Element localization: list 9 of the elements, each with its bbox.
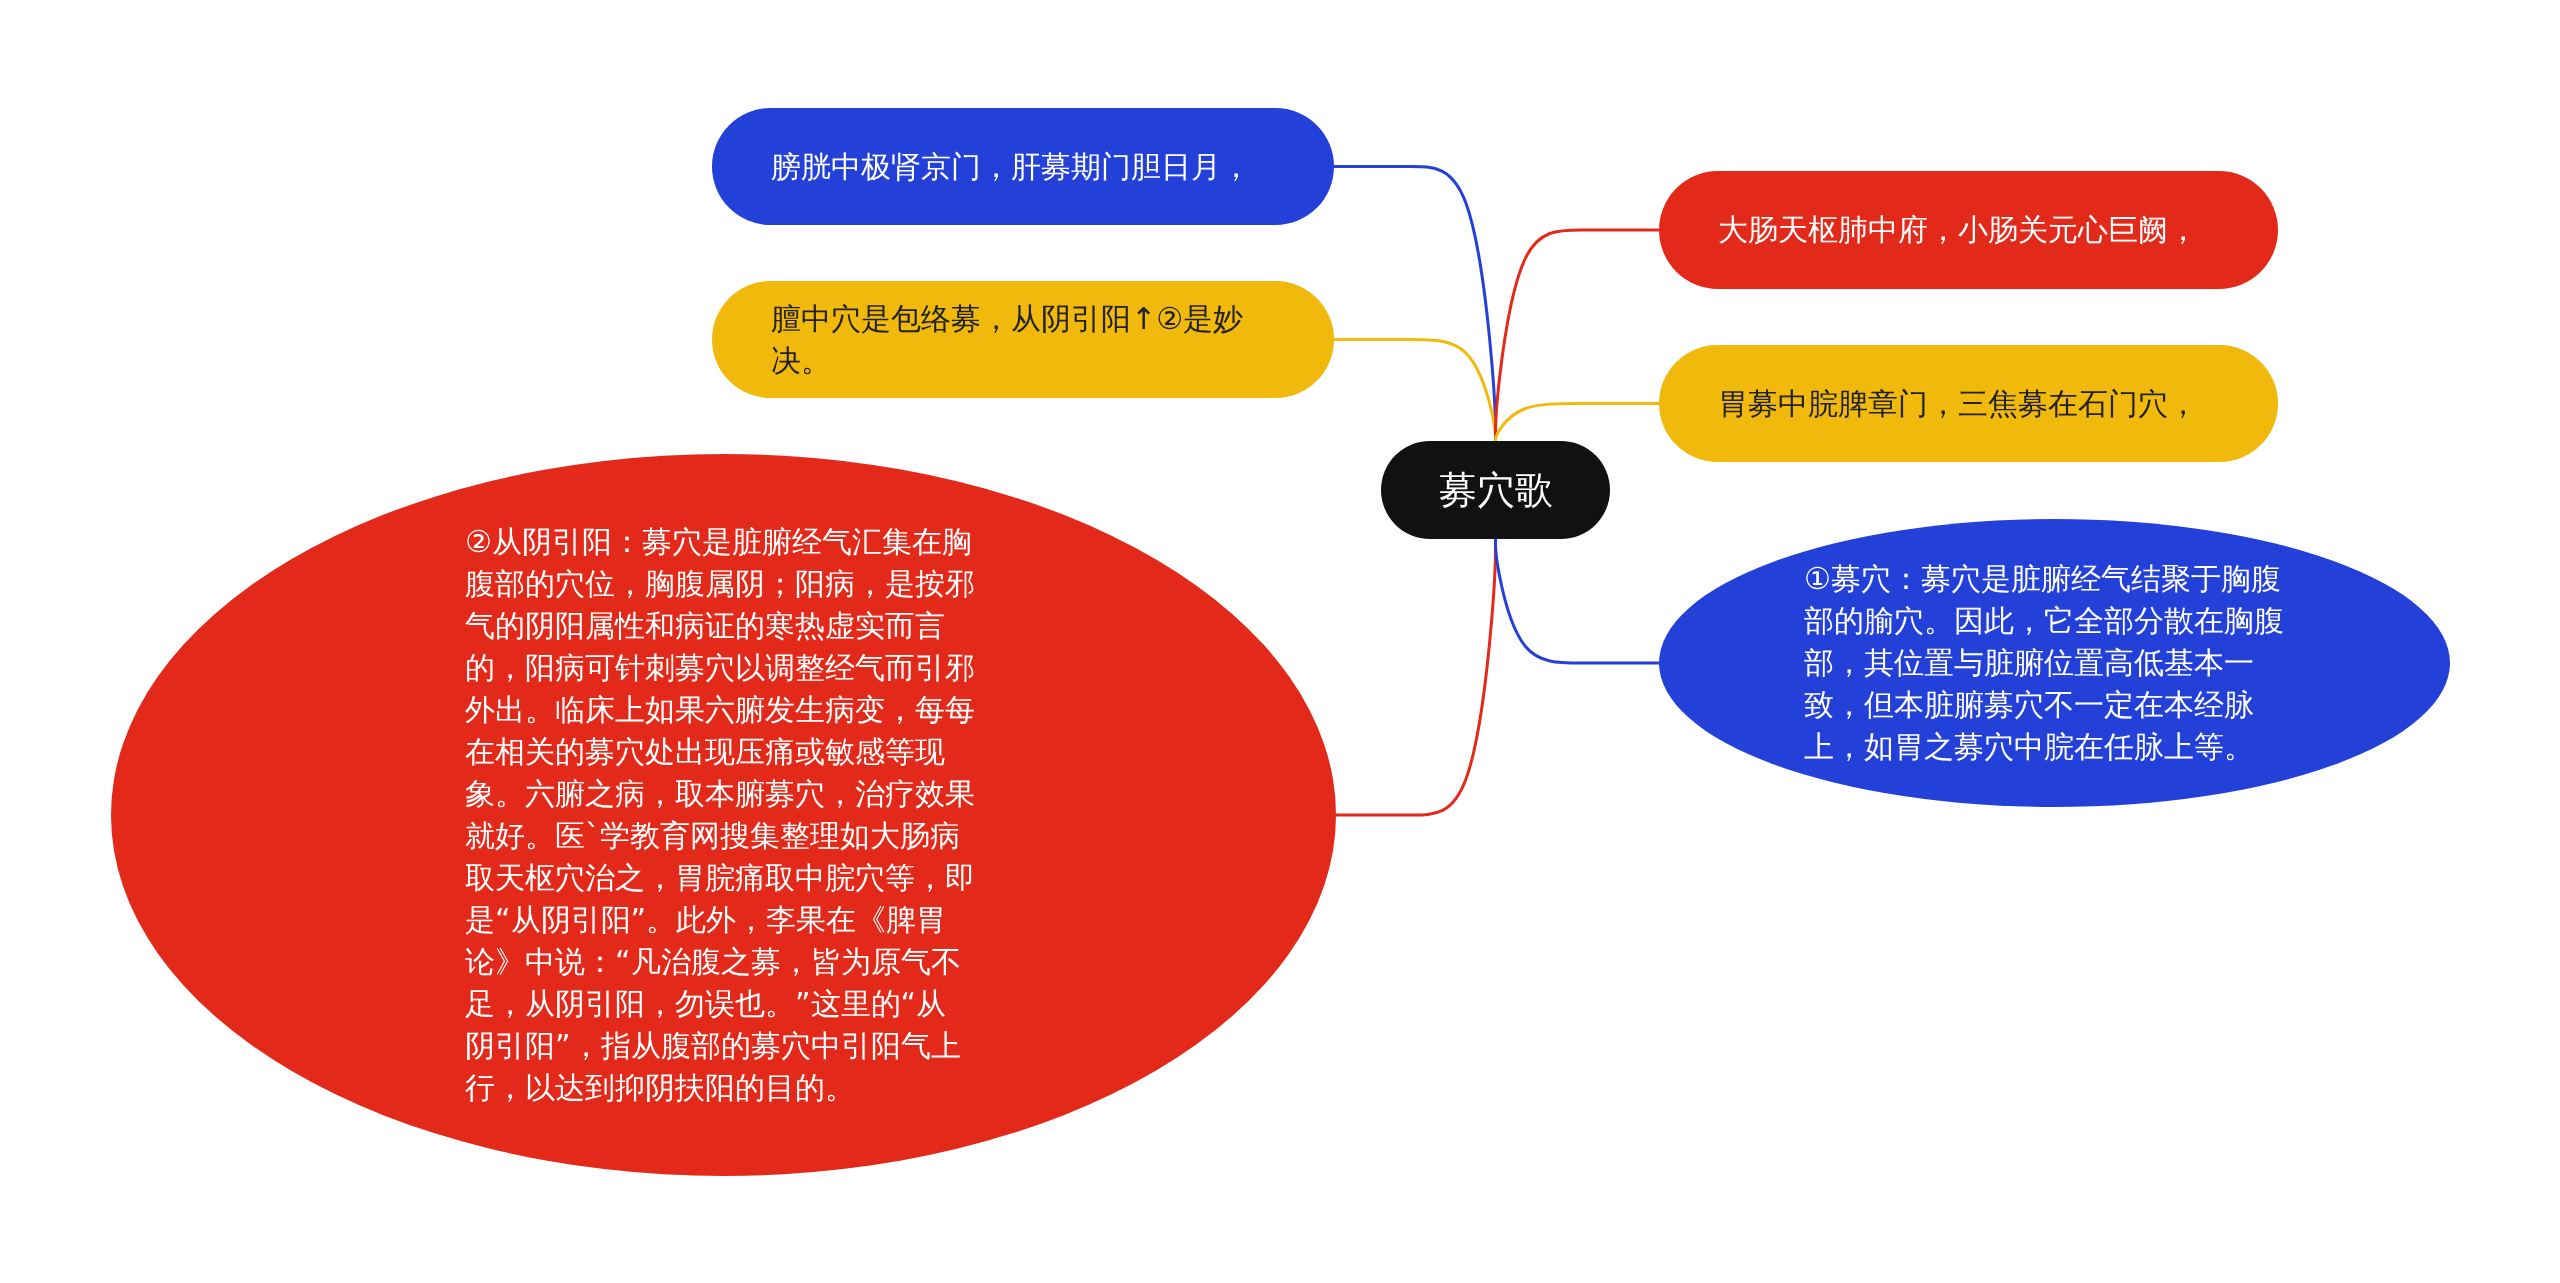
topic-text: ①募穴：募穴是脏腑经气结聚于胸腹部的腧穴。因此，它全部分散在胸腹部，其位置与脏腑位置高低基本一致，但本脏腑募穴不一定在本经脉上，如胃之募穴中脘在任脉上等。 [1804, 560, 2285, 766]
topic-text: 胃募中脘脾章门，三焦募在石门穴， [1718, 384, 2199, 423]
topic-text: 膀胱中极肾京门，肝募期门胆日月， [771, 147, 1252, 186]
connector-line [1494, 539, 1659, 665]
topic-text: ②从阴引阳：募穴是脏腑经气汇集在胸腹部的穴位，胸腹属阴；阳病，是按邪气的阴阳属性和病证的寒热虚实而言的，阳病可针刺募穴以调整经气而引邪外出。临床上如果六腑发生病变，每每在相关的募穴处出现压痛或敏感等现象。六腑之病，取本腑募穴，治疗效果就好。医`学教育网搜集整理如大肠病取天枢穴治之，胃脘痛取中脘穴等，即是“从阴引阳”。此外，李果在《脾胃论》中说：“凡治腹之募，皆为原气不足，从阴引阳，勿误也。”这里的“从阴引阳”，指从腹部的募穴中引阳气上行，以达到抑阴扶阳的目的。 [465, 523, 975, 1107]
topic-text: 膻中穴是包络募，从阴引阳↑②是妙决。 [771, 299, 1245, 380]
connector-line [1494, 402, 1659, 442]
topic-text: 募穴歌 [1437, 469, 1554, 511]
topic-text: 大肠天枢肺中府，小肠关元心巨阙， [1718, 211, 2199, 249]
